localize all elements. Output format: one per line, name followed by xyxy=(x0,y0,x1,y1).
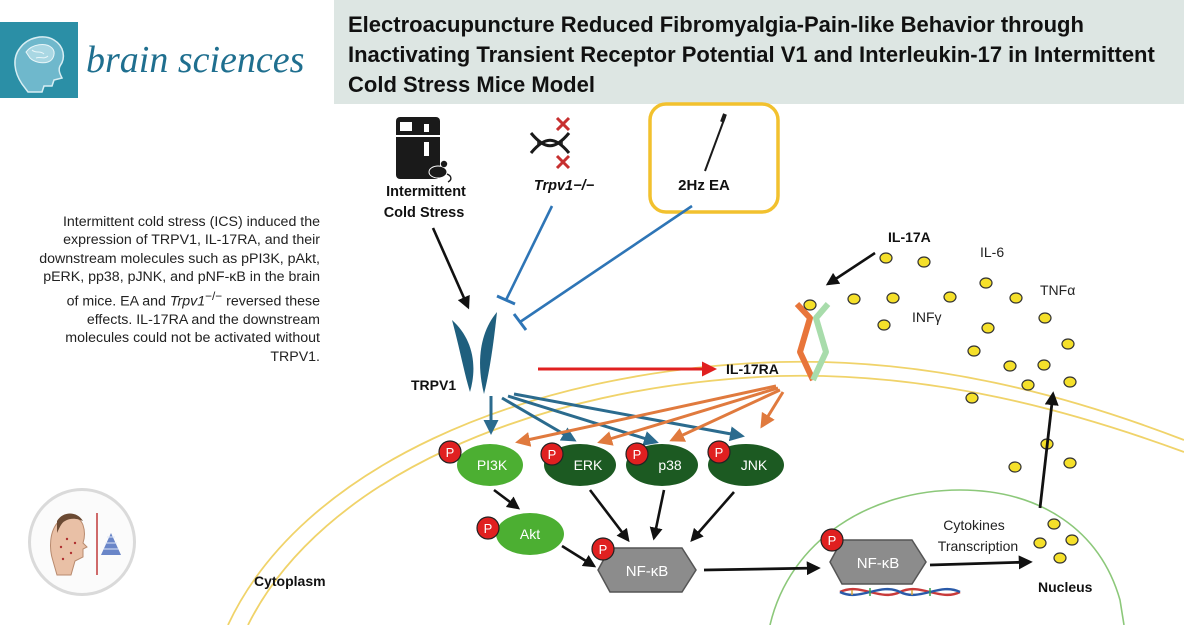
nfkb-nuclear-node xyxy=(829,539,927,585)
phospho-marker-nfkb: P xyxy=(591,537,615,561)
summary-text-2: reversed these effects. IL-17RA and the … xyxy=(65,293,320,365)
summary-gene: Trpv1 xyxy=(169,293,206,310)
knockout-dna-icon xyxy=(529,116,571,170)
cytokine-dot xyxy=(1053,552,1067,564)
phospho-markers: P P P P P P P xyxy=(438,440,844,561)
cytokine-dot xyxy=(1063,376,1077,388)
il17ra-downstream-arrows xyxy=(515,384,785,447)
cytokine-dot xyxy=(967,345,981,357)
cytokine-secretion-arrow xyxy=(1038,391,1059,509)
cytokine-dot xyxy=(1061,338,1075,350)
cytokine-dot xyxy=(803,299,817,311)
trpv1-channel xyxy=(452,312,497,394)
il17a-label: IL-17A xyxy=(888,229,931,245)
phospho-marker-akt: P xyxy=(476,516,500,540)
title-banner: Electroacupuncture Reduced Fibromyalgia-… xyxy=(334,0,1184,104)
pi3k-node xyxy=(457,444,523,486)
cell-membrane xyxy=(227,360,1184,625)
transcription-label-line2: Transcription xyxy=(938,538,1018,554)
cytokine-dot xyxy=(1021,379,1035,391)
cytokine-dot xyxy=(847,293,861,305)
brain-head-icon xyxy=(14,36,65,93)
cytokine-dot xyxy=(1003,360,1017,372)
ea-treatment-box xyxy=(648,102,780,214)
cytokine-dot xyxy=(917,256,931,268)
cytokine-dot xyxy=(943,291,957,303)
erk-label: ERK xyxy=(574,457,603,473)
nfkb-label: NF-κB xyxy=(626,563,669,580)
svg-text:P: P xyxy=(484,521,493,536)
svg-text:P: P xyxy=(633,447,642,462)
nfkb-nuclear-label: NF-κB xyxy=(857,555,900,572)
kinase-to-nfkb-arrows xyxy=(493,488,735,568)
cytokine-dot xyxy=(981,322,995,334)
mouse-head-avatar xyxy=(28,488,136,596)
phospho-marker-nfkb-nuclear: P xyxy=(820,528,844,552)
svg-text:P: P xyxy=(548,447,557,462)
ics-activation-arrow xyxy=(431,227,470,310)
cytokine-dot xyxy=(1008,461,1022,473)
paper-title: Electroacupuncture Reduced Fibromyalgia-… xyxy=(348,12,1155,97)
cytoplasm-label: Cytoplasm xyxy=(254,573,326,589)
cytokine-dot xyxy=(1047,518,1061,530)
transcription-label-line1: Cytokines xyxy=(943,517,1004,533)
knockout-label: Trpv1−/− xyxy=(534,178,595,194)
nfkb-translocation-arrow xyxy=(703,561,821,576)
cytokine-dot xyxy=(886,292,900,304)
human-head-icon xyxy=(50,513,121,576)
cytokine-particles xyxy=(803,252,1079,564)
cytokine-dot xyxy=(1009,292,1023,304)
phospho-marker-p38: P xyxy=(625,442,649,466)
nucleus-membrane xyxy=(769,489,1125,625)
infg-label: INFγ xyxy=(912,309,942,325)
summary-superscript: −/− xyxy=(205,288,223,303)
cytokine-dot xyxy=(1065,534,1079,546)
summary-text-1: Intermittent cold stress (ICS) induced t… xyxy=(39,214,320,310)
akt-label: Akt xyxy=(520,526,540,542)
phospho-marker-erk: P xyxy=(540,442,564,466)
cytokine-dot xyxy=(879,252,893,264)
p38-label: p38 xyxy=(658,457,682,473)
dna-helix-icon xyxy=(839,587,961,597)
knockout-inhibition-line xyxy=(504,205,554,301)
cytokine-dot xyxy=(965,392,979,404)
tnfa-label: TNFα xyxy=(1040,282,1075,298)
cytokine-dot xyxy=(877,319,891,331)
cytokine-dot xyxy=(979,277,993,289)
ea-inhibition-bar xyxy=(512,313,528,331)
il17a-binding-arrow xyxy=(825,251,876,286)
il6-label: IL-6 xyxy=(980,244,1004,260)
nfkb-cytoplasm-node xyxy=(597,547,697,593)
nucleus-label: Nucleus xyxy=(1038,579,1093,595)
trpv1-label: TRPV1 xyxy=(411,377,456,393)
il17ra-receptor xyxy=(794,301,831,382)
cytokine-dot xyxy=(1033,537,1047,549)
il17ra-label: IL-17RA xyxy=(726,361,779,377)
jnk-label: JNK xyxy=(741,457,768,473)
svg-text:P: P xyxy=(715,445,724,460)
cytokine-dot xyxy=(1063,457,1077,469)
abstract-summary: Intermittent cold stress (ICS) induced t… xyxy=(30,213,320,366)
ea-label: 2Hz EA xyxy=(678,177,730,194)
pi3k-label: PI3K xyxy=(477,457,508,473)
needle-icon xyxy=(704,113,727,172)
knockout-inhibition-bar xyxy=(496,294,516,306)
phospho-marker-jnk: P xyxy=(707,440,731,464)
journal-name: brain sciences xyxy=(86,39,305,81)
freezer-icon xyxy=(396,117,452,183)
ics-label-line2: Cold Stress xyxy=(384,205,465,221)
ea-inhibition-line xyxy=(519,204,693,324)
ics-label-line1: Intermittent xyxy=(386,184,466,200)
svg-text:P: P xyxy=(446,445,455,460)
transcription-arrow xyxy=(929,555,1033,570)
svg-text:P: P xyxy=(828,533,837,548)
journal-logo xyxy=(0,22,78,98)
cytokine-dot xyxy=(1038,312,1052,324)
cytokine-dot xyxy=(1037,359,1051,371)
svg-text:P: P xyxy=(599,542,608,557)
akt-node xyxy=(496,513,564,555)
phospho-marker-pi3k: P xyxy=(438,440,462,464)
